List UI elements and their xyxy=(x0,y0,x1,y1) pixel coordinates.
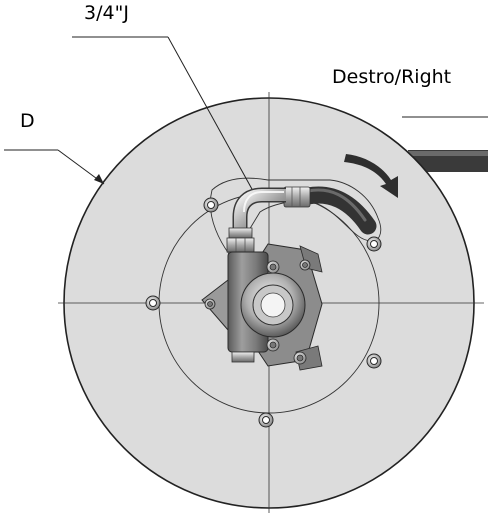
d-arrowhead xyxy=(94,174,104,184)
flexible-hose xyxy=(299,186,377,235)
flange-screws xyxy=(204,259,311,365)
fitting-size-label: 3/4"J xyxy=(84,2,129,24)
curved-arrow-clockwise-icon xyxy=(344,154,398,198)
diameter-label: D xyxy=(20,110,35,132)
elbow-nuts xyxy=(226,227,255,253)
hose-crimp-fitting xyxy=(283,186,311,208)
swivel-hub xyxy=(240,272,306,338)
disc-mounting-holes xyxy=(145,197,382,428)
swivel-bottom-nut xyxy=(231,351,255,363)
leader-lines xyxy=(4,36,488,201)
outlet-hose xyxy=(408,150,488,172)
rotation-direction-label: Destro/Right xyxy=(332,66,452,88)
elbow-fitting xyxy=(232,187,286,232)
